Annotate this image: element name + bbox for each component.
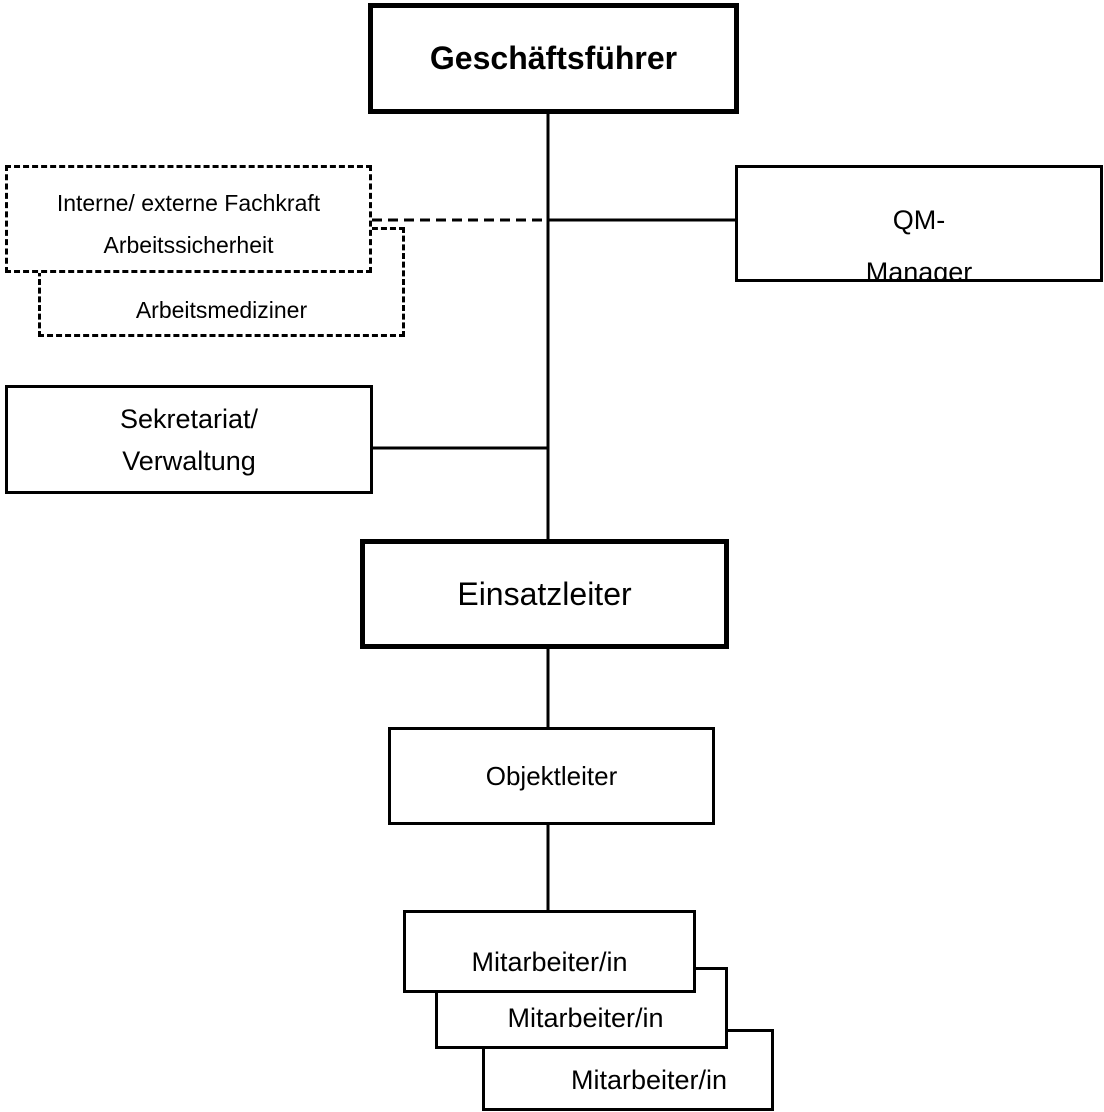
qm-manager-label-line2: Manager [865,257,973,282]
occupational-physician-label: Arbeitsmediziner [135,297,308,323]
site-manager-box: Objektleiter [388,727,715,825]
operations-manager-label: Einsatzleiter [457,575,632,612]
managing-director-box: Geschäftsführer [368,3,739,114]
employee-label-2: Mitarbeiter/in [507,1003,664,1033]
site-manager-label: Objektleiter [485,760,618,791]
safety-specialist-label-line2: Arbeitssicherheit [103,232,274,258]
secretariat-label-line1: Sekretariat/ [119,403,259,434]
employee-box-1: Mitarbeiter/in [403,910,696,993]
safety-specialist-box: Interne/ externe Fachkraft Arbeitssicher… [5,165,372,273]
qm-manager-label-line1: QM- [892,205,946,235]
employee-label-1: Mitarbeiter/in [471,947,628,977]
operations-manager-box: Einsatzleiter [360,539,729,649]
safety-specialist-label-line1: Interne/ externe Fachkraft [56,190,321,216]
managing-director-label: Geschäftsführer [429,40,678,76]
employee-label-3: Mitarbeiter/in [570,1065,728,1095]
secretariat-box: Sekretariat/ Verwaltung [5,385,373,494]
secretariat-label-line2: Verwaltung [122,445,256,476]
qm-manager-box: QM- Manager [735,165,1103,282]
